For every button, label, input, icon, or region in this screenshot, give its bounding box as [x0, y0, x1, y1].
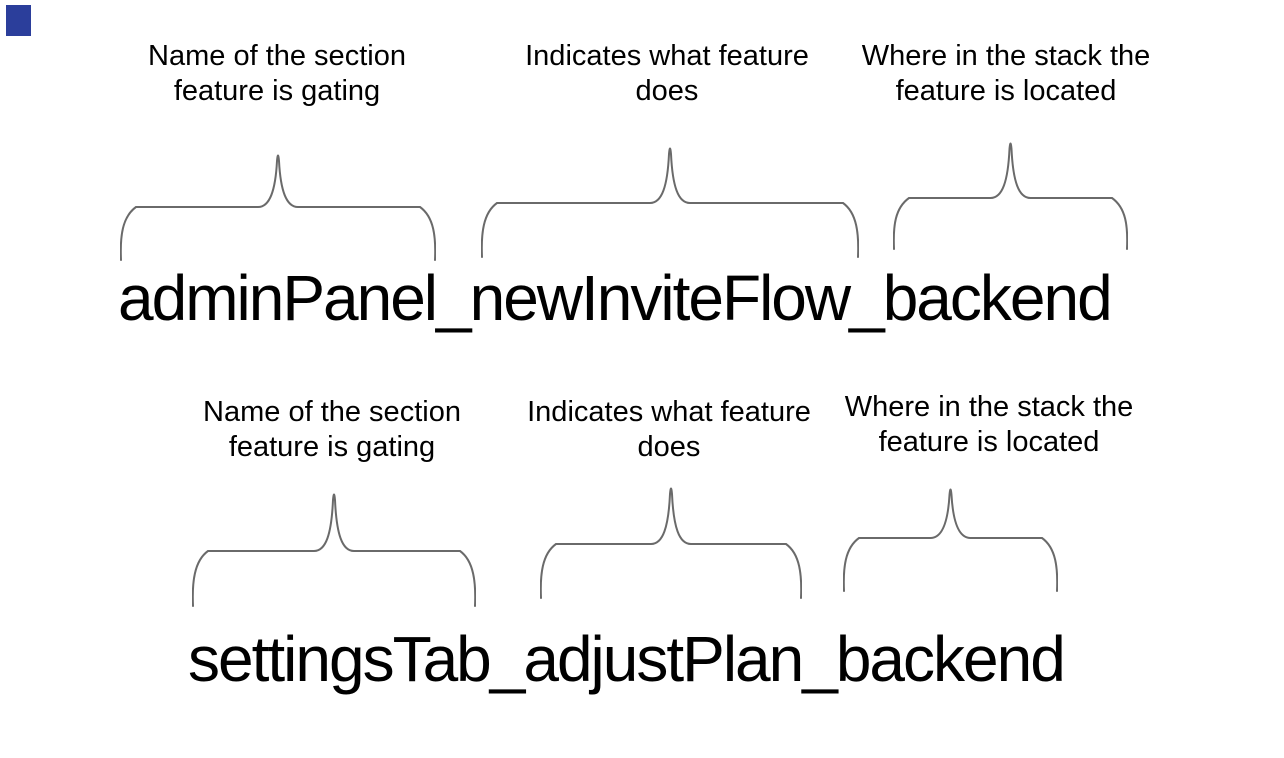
annotation-label-stack: Where in the stack the feature is locate…: [861, 40, 1151, 107]
annotation-label-feature: Indicates what feature does: [525, 40, 809, 107]
annotation-label-section: Name of the section feature is gating: [148, 40, 406, 107]
annotation-label-feature: Indicates what feature does: [527, 396, 811, 463]
annotation-label-stack: Where in the stack the feature is locate…: [844, 391, 1134, 458]
curly-brace: [540, 487, 802, 599]
curly-brace: [120, 154, 436, 261]
flag-name-text: settingsTab_adjustPlan_backend: [188, 623, 1066, 695]
curly-brace: [843, 488, 1058, 592]
curly-brace: [481, 147, 859, 258]
annotation-label-section: Name of the section feature is gating: [203, 396, 461, 463]
flag-name-text: adminPanel_newInviteFlow_backend: [118, 262, 1113, 334]
blue-square-decoration: [6, 5, 31, 36]
curly-brace: [893, 142, 1128, 250]
curly-brace: [192, 493, 476, 607]
